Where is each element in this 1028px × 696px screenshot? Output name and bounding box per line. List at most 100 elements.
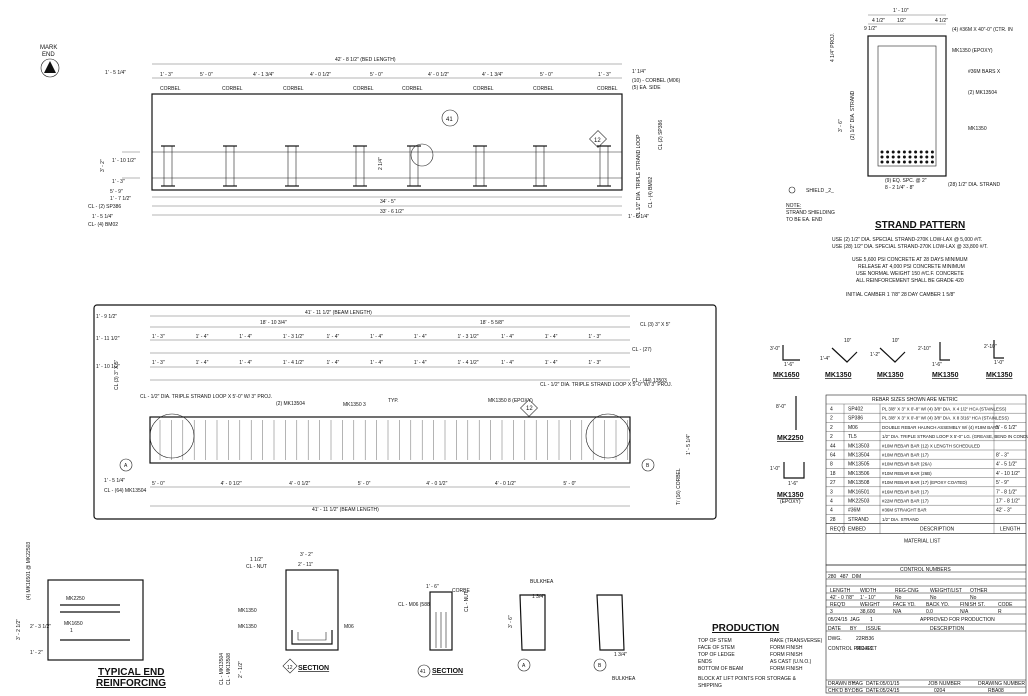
- call-12-label: 12: [594, 138, 601, 144]
- mat-req: 2: [830, 434, 833, 440]
- typical-end-title2: REINFORCING: [96, 678, 166, 689]
- elev-segment-dims: 1' - 3" 5' - 0" 4' - 1 3/4" 4' - 0 1/2" …: [160, 72, 611, 78]
- strand-dot: [930, 155, 934, 159]
- call-41-circle: [441, 109, 459, 127]
- typical-end-dim: 3' - 2 1/2": [16, 619, 22, 640]
- strand-dot: [914, 150, 918, 154]
- production-value: AS CAST (U.N.O.): [770, 659, 812, 665]
- cn-col: DIM: [852, 574, 861, 580]
- strand-dot: [914, 160, 918, 164]
- plan-dim: 1' - 4": [414, 360, 427, 366]
- plan-dim: 5' - 0": [152, 481, 165, 487]
- summary-header2: WEIGHT: [860, 602, 880, 608]
- plan-half-b: 18' - 5 5/8": [480, 320, 504, 326]
- strand-pattern: STRAND PATTERN USE (2) 1/2" DIA. SPECIAL…: [832, 220, 988, 298]
- detail-a-bulkhead: BULKHEA: [530, 579, 554, 585]
- detail-b-call: [593, 658, 607, 672]
- typical-end-top: (4) MK16501 @ MK22503: [26, 542, 32, 600]
- mark-end-arrow-icon: [44, 61, 56, 73]
- strand-dot: [919, 160, 923, 164]
- mat-req: 28: [830, 517, 836, 523]
- summary-value: 1' - 10": [860, 595, 876, 601]
- strand-dot: [930, 160, 934, 164]
- section-bottom-a: (9) EQ. SPC. @ 2": [885, 178, 927, 184]
- rev-by: JAG: [850, 617, 860, 623]
- summary-value2: 38,600: [860, 609, 876, 615]
- plan-typ: TYP.: [388, 398, 398, 404]
- mat-req: 2: [830, 416, 833, 422]
- production-key: BOTTOM OF BEAM: [698, 666, 743, 672]
- section41-call: [417, 664, 431, 678]
- mat-col-header: LENGTH: [1000, 527, 1021, 533]
- section12-cl-nut: CL - NUT: [246, 564, 267, 570]
- shape-dim: 3'-0": [770, 346, 780, 352]
- dwg-label: DWG.: [828, 636, 842, 642]
- detail-a-height: 3' - 6": [508, 615, 514, 628]
- strand-dot: [891, 155, 895, 159]
- section12-label: SECTION: [298, 665, 329, 672]
- mat-col-header: DESCRIPTION: [920, 527, 955, 533]
- plan-dim: 1' - 4": [196, 334, 209, 340]
- seg-dim: 1' - 3": [160, 72, 173, 78]
- seg-dim: 4' - 1 3/4": [253, 72, 274, 78]
- mat-desc: #22M REBAR BAR (17): [882, 499, 929, 504]
- section12-mk1350b: MK1350: [238, 624, 257, 630]
- mark-end-line2: END: [42, 52, 55, 58]
- summary-value: No: [895, 595, 902, 601]
- shape-mk1650-icon: [782, 345, 800, 361]
- plan-dim: 5' - 0": [563, 481, 576, 487]
- mat-req: 8: [830, 462, 833, 468]
- elev-cl-sp-right: CL (2) SP386: [658, 120, 664, 150]
- plan-dim: 1' - 4": [501, 334, 514, 340]
- seg-dim: 4' - 0 1/2": [428, 72, 449, 78]
- section-side: 4 1/4" PROJ.: [830, 33, 836, 62]
- chkd-date-label: DATE:: [866, 688, 880, 694]
- call-41-label: 41: [446, 117, 453, 123]
- section-sub-dim: 4 1/2": [935, 18, 948, 24]
- elev-detail-circle: [410, 143, 434, 167]
- plan-dim: 1' - 3": [152, 360, 165, 366]
- call-b-circle: [641, 458, 655, 472]
- plan-left-dim-b: 1' - 11 1/2": [96, 336, 120, 342]
- summary-header2: CODE: [998, 602, 1013, 608]
- strand-dot: [880, 150, 884, 154]
- plan-frame: [93, 304, 717, 520]
- plan-cl-right-b: CL - (27): [632, 347, 652, 353]
- elev-corbel-labels: CORBEL CORBEL CORBEL CORBEL CORBEL CORBE…: [160, 86, 618, 92]
- call-a-label: A: [124, 463, 128, 469]
- typical-end-mk1650: MK1650: [64, 621, 83, 627]
- summary-header2: REQ'D: [830, 602, 846, 608]
- production-key: TOP OF LEDGE: [698, 652, 735, 658]
- shape-mk1350-d-icon: [993, 340, 1004, 359]
- mat-len: 5' - 9": [996, 480, 1009, 486]
- section-bottom-b: 8 - 2 1/4" - 8": [885, 185, 914, 191]
- strand-dot: [902, 150, 906, 154]
- strand-dot: [914, 155, 918, 159]
- shape-dim: 1'-6": [788, 481, 798, 487]
- elev-cl-triple: CL 1/2" DIA. TRIPLE STRAND LOOP: [636, 134, 642, 218]
- section41-cl-nut: CL - NUT: [464, 591, 470, 612]
- plan-dim: 1' - 4": [239, 360, 252, 366]
- section-mk1350: MK1350: [968, 126, 987, 132]
- plan-loop-right: CL - 1/2" DIA. TRIPLE STRAND LOOP X 5'-0…: [540, 382, 672, 388]
- strand-dot: [919, 155, 923, 159]
- strand-dot: [880, 155, 884, 159]
- summary-value: 42' - 0 7/8": [830, 595, 854, 601]
- elev-left-dims: 3' - 2" 1' - 10 1/2" 1' - 3": [100, 158, 136, 185]
- left-dim: 1' - 3": [112, 179, 125, 185]
- section-note-title: NOTE:: [786, 203, 801, 209]
- control-label: CONTROL PROJECT: [828, 646, 877, 652]
- elev-beam-outline: [151, 93, 623, 191]
- plan-dim: 4' - 0 1/2": [426, 481, 447, 487]
- section12-left-d: 2' - 1/2": [238, 661, 244, 678]
- summary-value: No: [930, 595, 937, 601]
- elev-cl-bm: CL- (4) BM02: [88, 222, 118, 228]
- shape-dim: 2'-10": [984, 344, 997, 350]
- mat-desc: #10M REBAR BAR (17): [882, 453, 929, 458]
- plan-dim: 1' - 4": [545, 334, 558, 340]
- mat-embed: MK16501: [848, 489, 870, 495]
- mat-embed: MK13506: [848, 471, 870, 477]
- mat-len: 5' - 6 1/2": [996, 425, 1017, 431]
